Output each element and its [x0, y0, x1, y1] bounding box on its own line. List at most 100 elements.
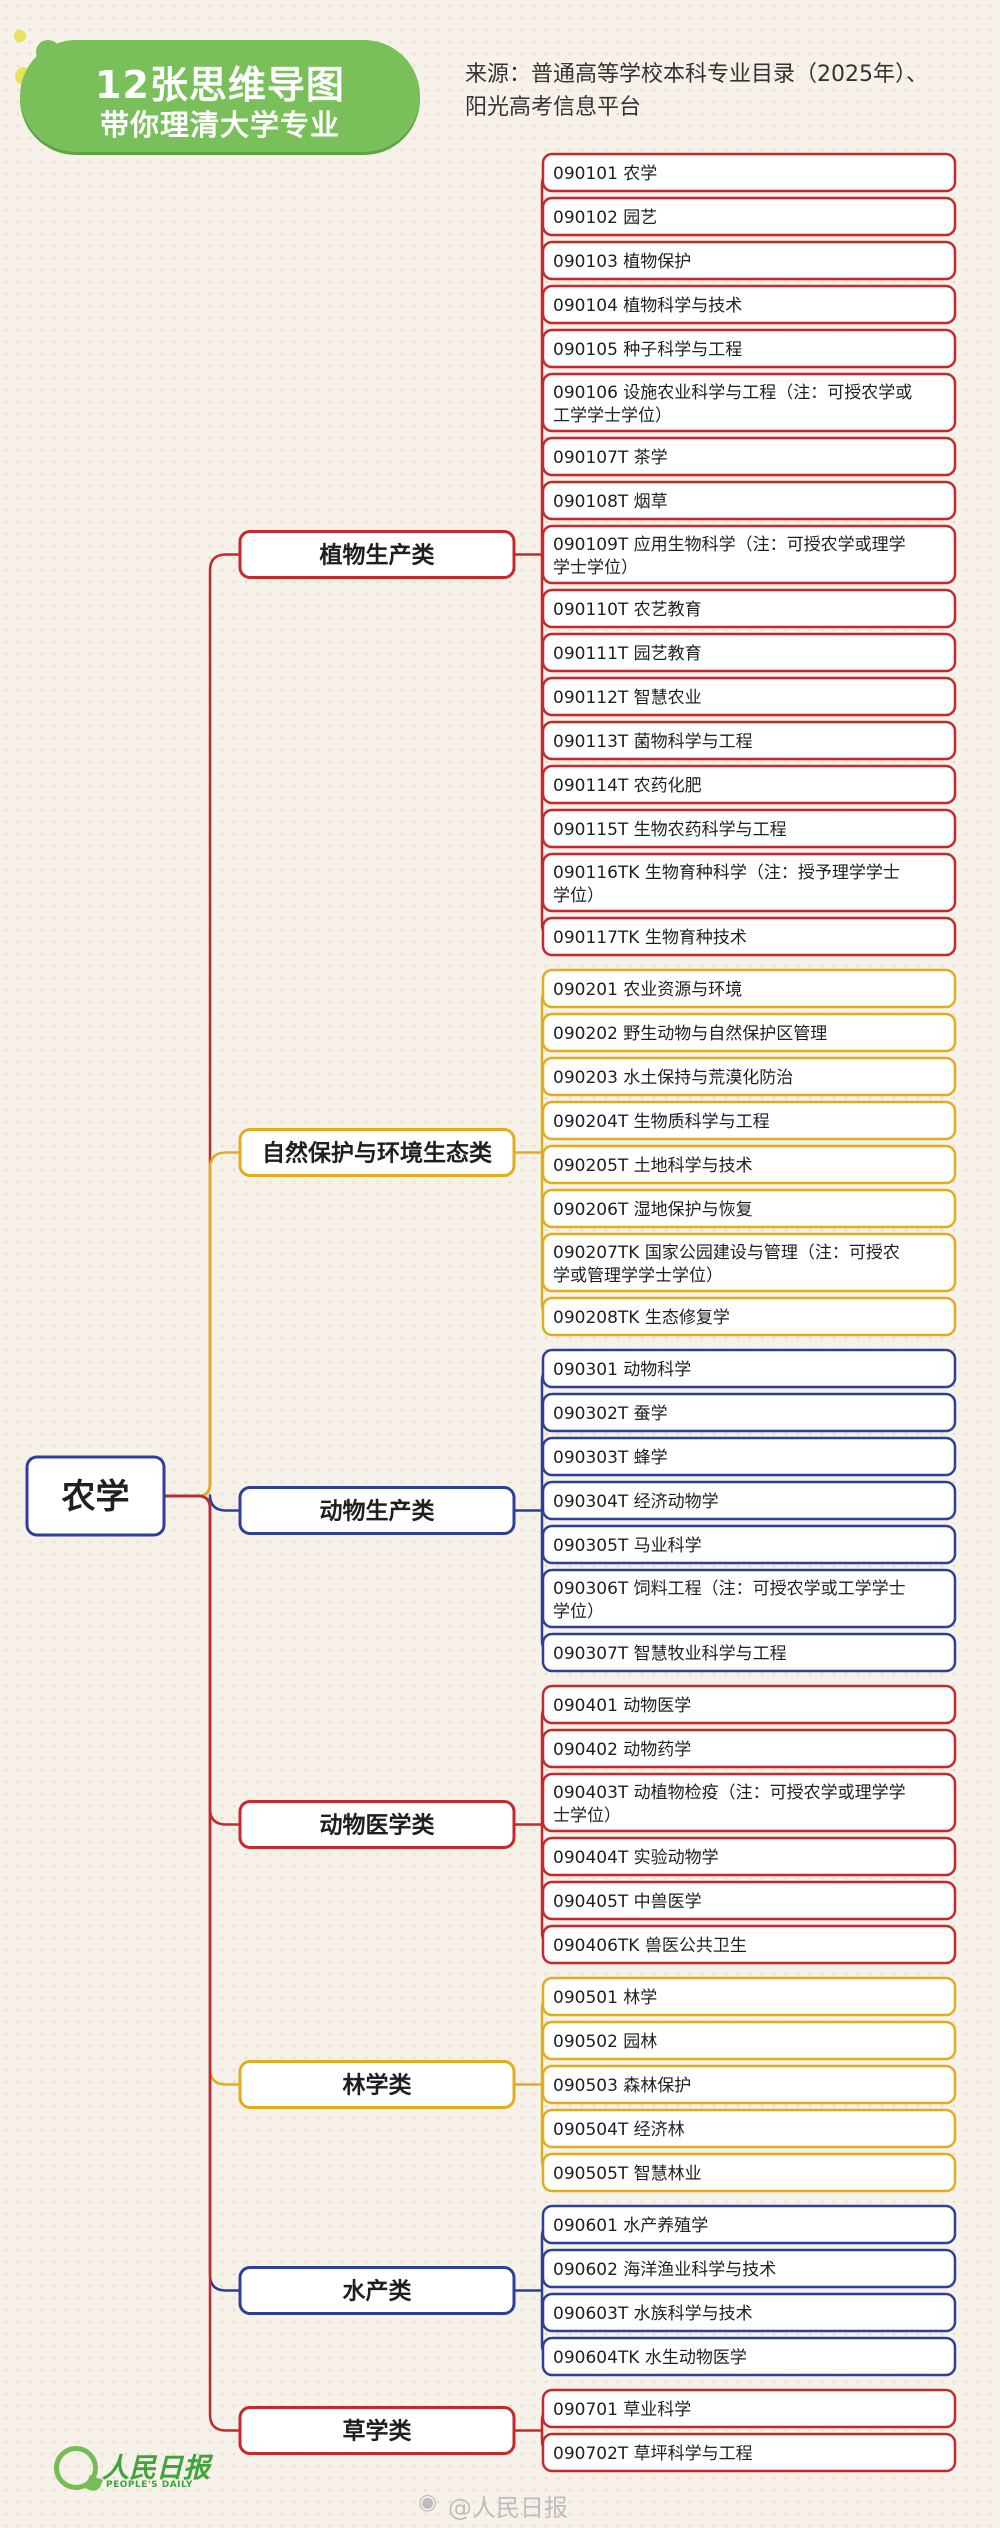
major-box	[541, 480, 957, 521]
major-node: 090104 植物科学与技术	[541, 284, 957, 325]
major-label: 090103 植物保护	[553, 252, 691, 272]
logo-english: PEOPLE'S DAILY	[106, 2480, 193, 2490]
major-node: 090111T 园艺教育	[541, 632, 957, 673]
major-label: 090204T 生物质科学与工程	[553, 1112, 770, 1132]
major-node: 090204T 生物质科学与工程	[541, 1100, 957, 1141]
major-node: 090307T 智慧牧业科学与工程	[541, 1632, 957, 1673]
major-label: 090114T 农药化肥	[553, 776, 702, 796]
major-label-line-2: 工学学士学位）	[553, 406, 672, 426]
major-box	[541, 852, 957, 913]
major-label: 090604TK 水生动物医学	[553, 2348, 747, 2368]
category-box	[238, 1486, 516, 1535]
major-box	[541, 524, 957, 585]
major-label: 090504T 经济林	[553, 2120, 685, 2140]
root-node: 农学	[25, 1455, 166, 1537]
root-box	[25, 1455, 166, 1537]
major-box	[541, 436, 957, 477]
major-node: 090105 种子科学与工程	[541, 328, 957, 369]
major-label: 090304T 经济动物学	[553, 1492, 719, 1512]
watermark-text: @人民日报	[448, 2494, 568, 2522]
major-label: 090105 种子科学与工程	[553, 340, 742, 360]
major-node: 090301 动物科学	[541, 1348, 957, 1389]
root-to-category-line	[164, 1494, 240, 1826]
major-node: 090701 草业科学	[541, 2388, 957, 2429]
major-box	[541, 1296, 957, 1337]
major-box	[541, 720, 957, 761]
root-to-category-line	[164, 1494, 240, 2086]
source-line-2: 阳光高考信息平台	[465, 95, 642, 120]
major-label-line-1: 090106 设施农业科学与工程（注：可授农学或	[553, 383, 912, 403]
major-label: 090208TK 生态修复学	[553, 1308, 730, 1328]
major-box	[541, 588, 957, 629]
category-box	[238, 1800, 516, 1849]
category-box	[238, 1128, 516, 1177]
major-box	[541, 2152, 957, 2193]
major-box	[541, 2388, 957, 2429]
major-label: 090601 水产养殖学	[553, 2216, 708, 2236]
major-node: 090504T 经济林	[541, 2108, 957, 2149]
category-box	[238, 2266, 516, 2315]
category-label: 自然保护与环境生态类	[262, 1140, 492, 1167]
major-node: 090302T 蚕学	[541, 1392, 957, 1433]
major-node: 090113T 菌物科学与工程	[541, 720, 957, 761]
major-box	[541, 1684, 957, 1725]
major-box	[541, 1348, 957, 1389]
major-label: 090307T 智慧牧业科学与工程	[553, 1644, 787, 1664]
major-node: 090503 森林保护	[541, 2064, 957, 2105]
major-box	[541, 1880, 957, 1921]
major-label: 090602 海洋渔业科学与技术	[553, 2260, 776, 2280]
major-label-line-1: 090116TK 生物育种科学（注：授予理学学士	[553, 863, 900, 883]
major-box	[541, 372, 957, 433]
major-label: 090112T 智慧农业	[553, 688, 702, 708]
major-node: 090117TK 生物育种技术	[541, 916, 957, 957]
major-box	[541, 2064, 957, 2105]
major-node: 090110T 农艺教育	[541, 588, 957, 629]
root-to-category-line	[164, 1494, 240, 2292]
major-node: 090202 野生动物与自然保护区管理	[541, 1012, 957, 1053]
major-label: 090501 林学	[553, 1988, 657, 2008]
major-box	[541, 152, 957, 193]
major-label: 090305T 马业科学	[553, 1536, 702, 1556]
major-label: 090701 草业科学	[553, 2400, 691, 2420]
major-box	[541, 284, 957, 325]
category-label: 动物生产类	[320, 1498, 435, 1525]
major-label: 090406TK 兽医公共卫生	[553, 1936, 747, 1956]
major-label: 090102 园艺	[553, 208, 657, 228]
major-label: 090302T 蚕学	[553, 1404, 668, 1424]
major-node: 090603T 水族科学与技术	[541, 2292, 957, 2333]
major-node: 090114T 农药化肥	[541, 764, 957, 805]
major-node: 090406TK 兽医公共卫生	[541, 1924, 957, 1965]
major-label-line-2: 学位）	[553, 886, 604, 906]
root-to-category-line	[164, 1151, 240, 1498]
major-box	[541, 1392, 957, 1433]
major-box	[541, 2336, 957, 2377]
major-node: 090405T 中兽医学	[541, 1880, 957, 1921]
category-label: 动物医学类	[320, 1812, 435, 1839]
major-label: 090303T 蜂学	[553, 1448, 668, 1468]
major-box	[541, 968, 957, 1009]
major-label: 090401 动物医学	[553, 1696, 691, 1716]
major-box	[541, 1524, 957, 1565]
major-node: 090404T 实验动物学	[541, 1836, 957, 1877]
major-box	[541, 2020, 957, 2061]
major-node: 090102 园艺	[541, 196, 957, 237]
major-node: 090401 动物医学	[541, 1684, 957, 1725]
major-node: 090303T 蜂学	[541, 1436, 957, 1477]
major-node: 090602 海洋渔业科学与技术	[541, 2248, 957, 2289]
category-node: 动物生产类	[238, 1486, 516, 1535]
major-box	[541, 1836, 957, 1877]
major-box	[541, 2248, 957, 2289]
major-label: 090104 植物科学与技术	[553, 296, 742, 316]
source-line-1: 来源：普通高等学校本科专业目录（2025年）、	[465, 62, 928, 87]
major-box	[541, 240, 957, 281]
major-box	[541, 2108, 957, 2149]
major-label: 090113T 菌物科学与工程	[553, 732, 753, 752]
major-label-line-1: 090109T 应用生物科学（注：可授农学或理学	[553, 535, 906, 555]
major-label: 090702T 草坪科学与工程	[553, 2444, 753, 2464]
root-label: 农学	[62, 1477, 130, 1517]
major-node: 090103 植物保护	[541, 240, 957, 281]
